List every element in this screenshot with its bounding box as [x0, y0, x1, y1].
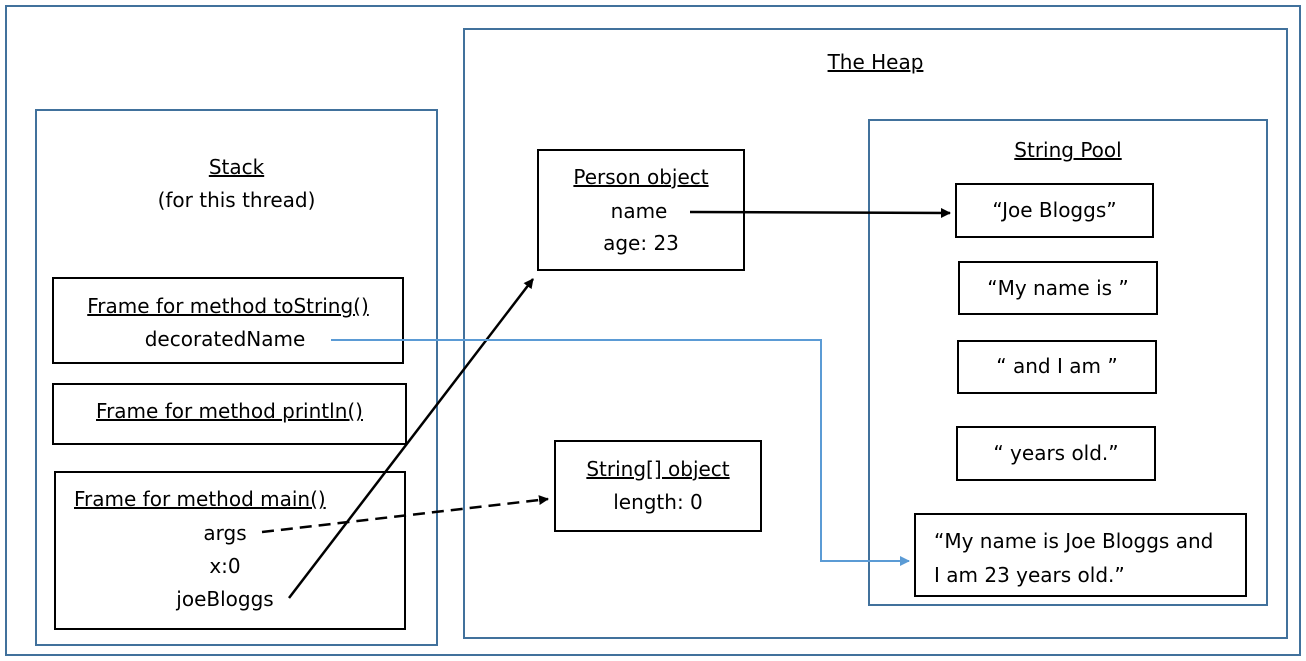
arrow-name-to-joe-bloggs: [689, 207, 951, 218]
frame-main-title: Frame for method main(): [74, 487, 326, 511]
stack-title: Stack: [208, 155, 265, 179]
heap-title: The Heap: [827, 50, 924, 74]
pool-string-and-i-am: “ and I am ”: [957, 340, 1157, 394]
stack-subtitle: (for this thread): [157, 188, 316, 212]
frame-println: Frame for method println(): [52, 383, 407, 445]
frame-main-var: args: [203, 521, 247, 545]
person-field-name: name: [610, 199, 668, 223]
string-array-title: String[] object: [586, 457, 730, 481]
pool-string-result: “My name is Joe Bloggs and I am 23 years…: [914, 513, 1247, 597]
result-line-1: “My name is Joe Bloggs and: [934, 529, 1214, 553]
string-array-object: String[] object length: 0: [554, 440, 762, 532]
stack-container: Stack (for this thread): [35, 109, 438, 646]
heap-container: The Heap: [463, 28, 1288, 639]
frame-main: Frame for method main() args x:0 joeBlog…: [54, 471, 406, 630]
pool-string-joe-bloggs: “Joe Bloggs”: [955, 183, 1154, 238]
outer-frame: [5, 5, 1301, 656]
result-line-2: I am 23 years old.”: [934, 563, 1125, 587]
frame-tostring: Frame for method toString() decoratedNam…: [52, 277, 404, 364]
pool-string-years-old: “ years old.”: [956, 426, 1156, 481]
frame-tostring-title: Frame for method toString(): [87, 294, 369, 318]
string-pool-title: String Pool: [1014, 138, 1122, 162]
arrow-decoratedname-to-result: [331, 339, 910, 566]
frame-tostring-var: decoratedName: [144, 327, 306, 351]
arrow-args-to-string-array: [261, 495, 549, 534]
frame-main-var: x:0: [209, 554, 241, 578]
frame-main-var: joeBloggs: [176, 587, 274, 611]
frame-println-title: Frame for method println(): [96, 399, 363, 423]
pool-string-my-name-is: “My name is ”: [958, 261, 1158, 315]
arrow-joebloggs-to-person: [288, 278, 534, 599]
person-object-title: Person object: [573, 165, 709, 189]
person-object: Person object name age: 23: [537, 149, 745, 271]
person-field-age: age: 23: [603, 231, 679, 255]
string-pool-container: String Pool: [868, 119, 1268, 606]
string-array-length: length: 0: [613, 490, 703, 514]
